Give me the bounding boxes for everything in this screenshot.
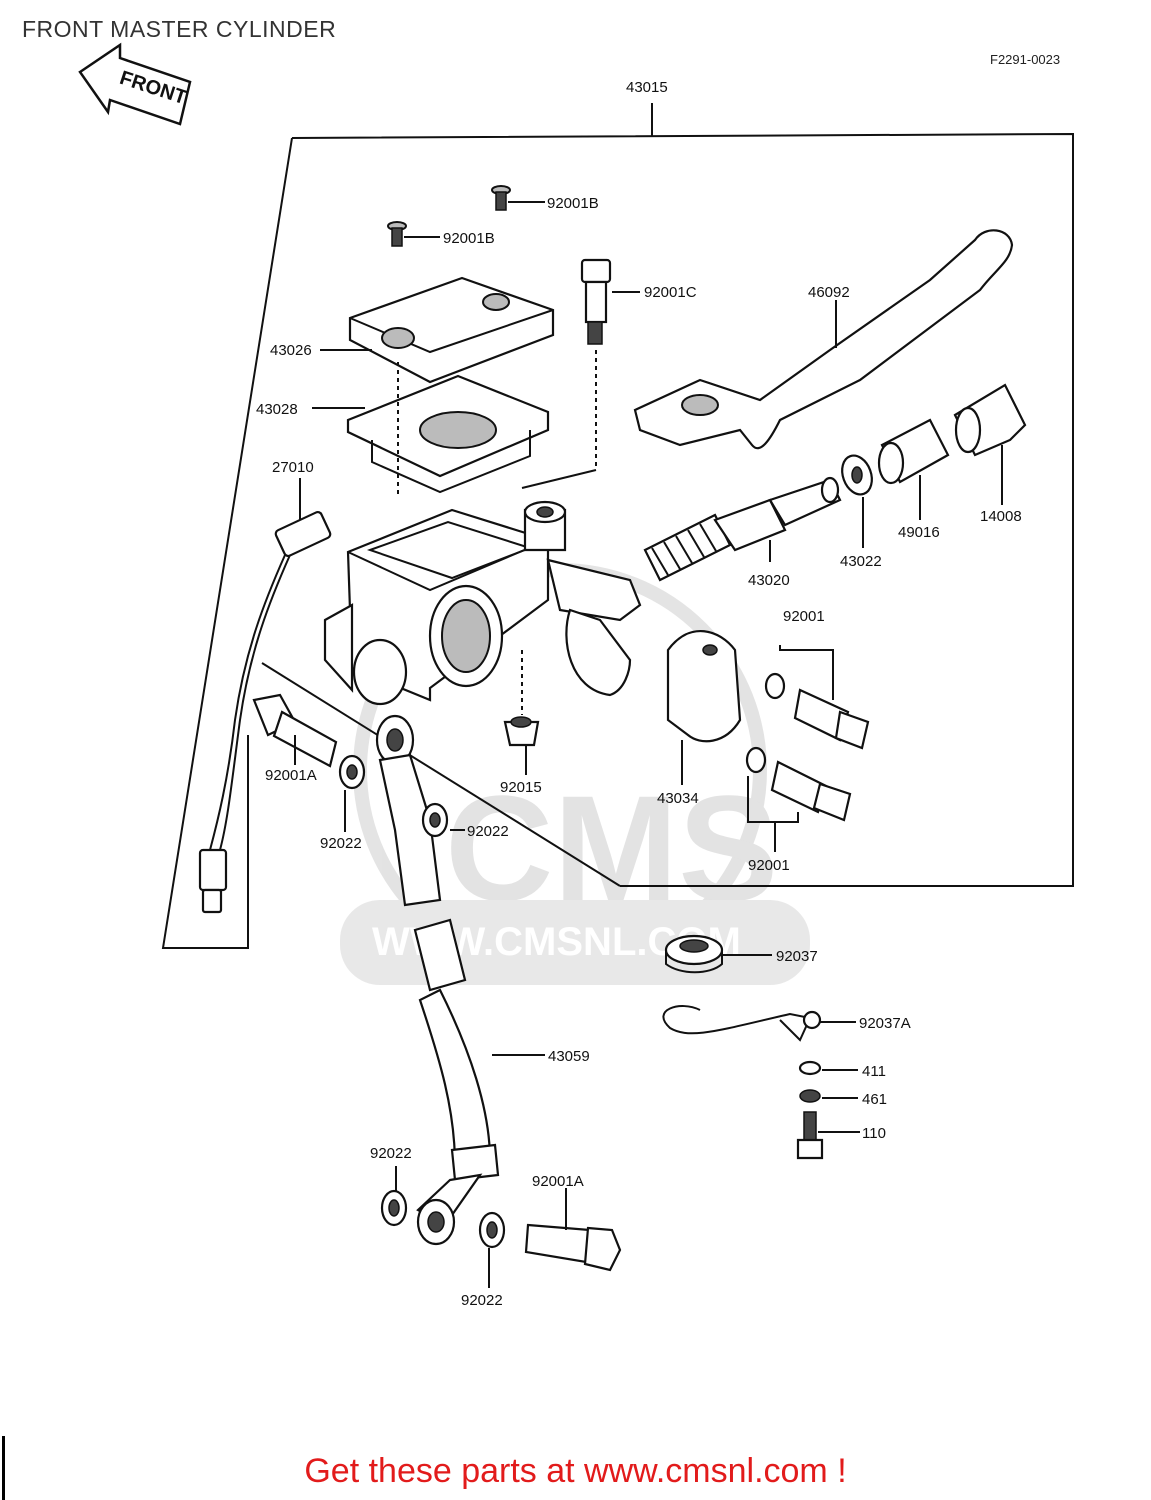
screw-92001b-right [491,185,545,211]
label-92022-b: 92022 [467,823,509,840]
piston-assembly-43020 [643,476,842,582]
banjo-bolt-92001a-lower [524,1188,622,1272]
label-92001a-upper: 92001A [265,767,317,784]
washer-92022-d [478,1211,506,1288]
left-edge-bar [2,1436,5,1500]
diagram-code: F2291-0023 [990,52,1061,67]
washer-43022 [841,454,873,548]
watermark-brand: CMS [445,764,778,932]
hose-clamp-92037a [662,1005,856,1042]
label-92015: 92015 [500,779,542,796]
cover-14008 [953,383,1027,505]
label-92001-lower: 92001 [748,857,790,874]
washer-92022-b [421,802,465,838]
bolt-110 [796,1111,860,1160]
label-92001c: 92001C [644,284,697,301]
label-43026: 43026 [270,342,312,359]
screw-92001b-left [387,221,440,247]
label-92001b-left: 92001B [443,230,495,247]
page-title: FRONT MASTER CYLINDER [22,16,337,42]
lock-washer-461 [799,1089,858,1103]
label-461: 461 [862,1091,887,1108]
pivot-bolt-92001c [521,258,640,489]
assembly-bracket-43015 [161,103,1074,949]
bolt-92001-lower [745,746,852,852]
label-46092: 46092 [808,284,850,301]
cap-nut-92015 [503,650,540,775]
label-92022-a: 92022 [320,835,362,852]
brake-hose-43059 [375,714,545,1246]
get-parts-link[interactable]: Get these parts at www.cmsnl.com ! [304,1452,847,1490]
grommet-92037 [664,934,772,974]
label-92022-d: 92022 [461,1292,503,1309]
reservoir-cap-43026 [320,276,555,384]
label-43028: 43028 [256,401,298,418]
washer-411 [798,1060,858,1076]
label-27010: 27010 [272,459,314,476]
banjo-bolt-92001a-upper [252,693,338,768]
label-92001b-right: 92001B [547,195,599,212]
washer-92022-c [380,1166,408,1227]
brake-switch-27010 [198,478,332,914]
callout-labels: 43015 92001B 92001B 92001C 46092 43026 4… [256,79,1022,1309]
label-43034: 43034 [657,790,699,807]
bolt-92001-upper [764,645,870,750]
label-92037: 92037 [776,948,818,965]
label-411: 411 [862,1063,886,1080]
front-arrow-icon: FRONT [78,42,192,126]
label-49016: 49016 [898,524,940,541]
diaphragm-43028 [312,362,550,496]
label-92001-upper: 92001 [783,608,825,625]
label-43022: 43022 [840,553,882,570]
label-110: 110 [862,1125,886,1142]
boot-49016 [877,418,950,520]
label-92001a-lower: 92001A [532,1173,584,1190]
master-cylinder-body [323,500,642,706]
label-92022-c: 92022 [370,1145,412,1162]
label-43020: 43020 [748,572,790,589]
brake-lever-46092 [633,229,1014,450]
label-92037a: 92037A [859,1015,911,1032]
label-43015: 43015 [626,79,668,96]
clamp-43034 [666,630,742,785]
label-43059: 43059 [548,1048,590,1065]
label-14008: 14008 [980,508,1022,525]
washer-92022-a [338,754,366,832]
